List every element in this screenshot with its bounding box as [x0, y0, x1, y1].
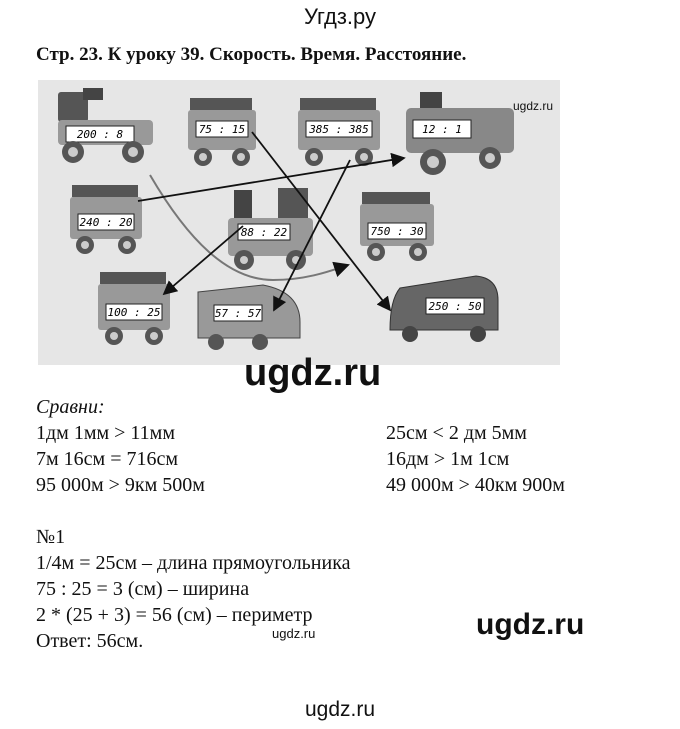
compare-left-2: 7м 16см = 716см	[36, 448, 179, 470]
wagon-385-385: 385 : 385	[298, 98, 380, 166]
wagon-label: 385 : 385	[308, 123, 369, 136]
compare-right-1: 25см < 2 дм 5мм	[386, 422, 527, 444]
wagon-75-15: 75 : 15	[188, 98, 256, 166]
compare-right-2: 16дм > 1м 1см	[386, 448, 510, 470]
wagon-100-25: 100 : 25	[98, 272, 170, 345]
wagon-57-57: 57 : 57	[197, 284, 301, 350]
wagon-label: 12 : 1	[422, 123, 462, 136]
watermark: ugdz.ru	[244, 352, 382, 394]
site-header: Угдз.ру	[303, 4, 377, 29]
compare-left-3: 95 000м > 9км 500м	[36, 474, 205, 496]
wagon-200-8: 200 : 8	[58, 88, 153, 163]
task-line-3: 2 * (25 + 3) = 56 (см) – периметр	[36, 604, 313, 626]
wagon-label: 750 : 30	[371, 225, 424, 238]
compare-title: Сравни:	[36, 396, 105, 418]
wagon-250-50: 250 : 50	[389, 275, 499, 342]
wagon-label: 100 : 25	[108, 306, 161, 319]
wagon-88-22: 88 : 22	[228, 188, 313, 270]
wagon-label: 200 : 8	[77, 128, 124, 141]
matching-arrows	[137, 131, 406, 312]
page-heading: Стр. 23. К уроку 39. Скорость. Время. Ра…	[36, 44, 467, 65]
site-footer: ugdz.ru	[304, 698, 376, 721]
wagon-label: 250 : 50	[429, 300, 482, 313]
compare-right-3: 49 000м > 40км 900м	[386, 474, 565, 496]
illustration-watermark: ugdz.ru	[513, 99, 553, 113]
wagon-label: 57 : 57	[215, 307, 262, 320]
compare-left-1: 1дм 1мм > 11мм	[36, 422, 175, 444]
watermark: ugdz.ru	[476, 608, 585, 641]
task-answer: Ответ: 56см.	[36, 630, 144, 652]
wagon-240-20: 240 : 20	[70, 185, 142, 254]
task-line-2: 75 : 25 = 3 (см) – ширина	[36, 578, 250, 600]
task-line-1: 1/4м = 25см – длина прямоугольника	[36, 552, 351, 574]
wagon-label: 75 : 15	[199, 123, 245, 136]
watermark-small: ugdz.ru	[272, 626, 316, 641]
task-number: №1	[36, 526, 66, 548]
trains-illustration: 200 : 8 75 : 15 385 : 385 12 : 1	[38, 80, 560, 365]
wagon-12-1: 12 : 1	[406, 92, 514, 175]
wagon-750-30: 750 : 30	[360, 192, 434, 261]
wagon-label: 240 : 20	[80, 216, 133, 229]
wagon-label: 88 : 22	[241, 226, 288, 239]
